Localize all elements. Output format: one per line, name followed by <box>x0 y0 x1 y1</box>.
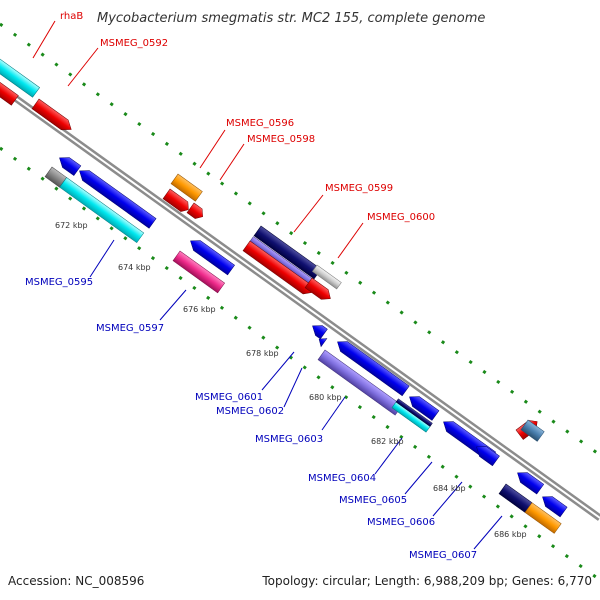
scale-678: 678 kbp <box>246 349 279 358</box>
gene-MSMEG_0601 <box>312 325 328 340</box>
gene-MSMEG_0598 <box>186 202 203 219</box>
forward-strand-features <box>0 48 545 442</box>
gene-MSMEG_0595b <box>79 170 157 229</box>
reverse-strand-features <box>44 157 568 534</box>
label-MSMEG_0602: MSMEG_0602 <box>216 406 284 417</box>
gene-MSMEG_0594 <box>59 157 82 176</box>
gene-MSMEG_0604 <box>391 398 433 433</box>
scale-682: 682 kbp <box>371 437 404 446</box>
label-MSMEG_0601: MSMEG_0601 <box>195 392 263 403</box>
reverse-label-leaders <box>89 239 503 550</box>
label-MSMEG_0603: MSMEG_0603 <box>255 434 323 445</box>
scale-676: 676 kbp <box>183 305 216 314</box>
gene-MSMEG_0596 <box>170 173 203 202</box>
forward-gene-labels: rhaB MSMEG_0592 MSMEG_0596 MSMEG_0598 MS… <box>60 11 435 223</box>
scale-680: 680 kbp <box>309 393 342 402</box>
gene-MSMEG_0607 <box>498 483 562 534</box>
gene-MSMEG_0605 <box>409 396 440 421</box>
gene-MSMEG_0607b <box>517 472 545 495</box>
scale-672: 672 kbp <box>55 221 88 230</box>
label-MSMEG_0598: MSMEG_0598 <box>247 134 315 145</box>
label-MSMEG_0597: MSMEG_0597 <box>96 323 164 334</box>
outer-tick-line <box>0 22 600 457</box>
gene-MSMEG_0603a <box>337 341 410 397</box>
label-MSMEG_0604: MSMEG_0604 <box>308 473 376 484</box>
label-MSMEG_0592: MSMEG_0592 <box>100 38 168 49</box>
label-MSMEG_0596: MSMEG_0596 <box>226 118 294 129</box>
reverse-gene-labels: MSMEG_0595 MSMEG_0597 MSMEG_0601 MSMEG_0… <box>25 277 477 561</box>
label-rhaB: rhaB <box>60 11 83 22</box>
label-MSMEG_0595: MSMEG_0595 <box>25 277 93 288</box>
label-MSMEG_0606: MSMEG_0606 <box>367 517 435 528</box>
gene-MSMEG_0592a <box>0 77 19 106</box>
gene-MSMEG_0607c <box>542 496 568 518</box>
scale-labels: 672 kbp 674 kbp 676 kbp 678 kbp 680 kbp … <box>55 221 527 539</box>
summary-text: Topology: circular; Length: 6,988,209 bp… <box>261 574 592 588</box>
gene-MSMEG_0592 <box>31 98 72 131</box>
genome-title: Mycobacterium smegmatis str. MC2 155, co… <box>97 11 485 26</box>
label-MSMEG_0599: MSMEG_0599 <box>325 183 393 194</box>
label-MSMEG_0607: MSMEG_0607 <box>409 550 477 561</box>
label-MSMEG_0600: MSMEG_0600 <box>367 212 435 223</box>
gene-MSMEG_0599b <box>242 240 312 295</box>
label-MSMEG_0605: MSMEG_0605 <box>339 495 407 506</box>
gene-MSMEG_0600b <box>304 277 331 300</box>
genome-backbone <box>0 84 600 521</box>
inner-tick-line <box>0 146 600 582</box>
scale-684: 684 kbp <box>433 484 466 493</box>
gene-MSMEG_0597b <box>190 240 235 276</box>
gene-MSMEG_0600 <box>311 264 342 290</box>
scale-686: 686 kbp <box>494 530 527 539</box>
gene-MSMEG_0598a <box>162 188 189 212</box>
gene-MSMEG_0602 <box>318 338 328 348</box>
gene-steel-right <box>520 419 545 442</box>
gene-MSMEG_0597 <box>172 250 226 294</box>
accession-text: Accession: NC_008596 <box>8 574 144 588</box>
forward-label-leaders <box>32 20 364 259</box>
gene-rhaB <box>0 48 41 98</box>
scale-674: 674 kbp <box>118 263 151 272</box>
gene-MSMEG_0595 <box>44 166 145 244</box>
gene-MSMEG_0606b <box>476 446 500 467</box>
